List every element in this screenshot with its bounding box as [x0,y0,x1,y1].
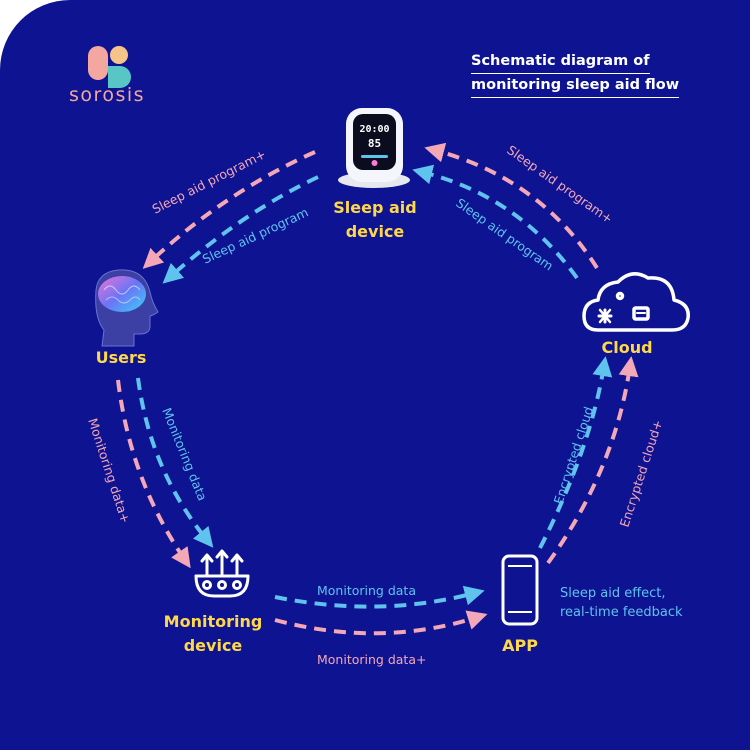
sleep-aid-device-line1: Sleep aid [333,198,417,217]
arrow-device-users [162,175,319,284]
label-users-monitor-plus: Monitoring data+ [85,416,133,525]
sorosis-logo-icon [88,46,131,88]
app-feedback-note: Sleep aid effect, real-time feedback [560,584,730,622]
sleep-aid-device-line2: device [345,222,405,241]
label-monitor-app: Monitoring data [317,583,416,598]
feedback-line1: Sleep aid effect, [560,586,666,601]
users-head-icon [95,269,159,347]
arrow-users-monitor [136,377,214,548]
arrow-device-users-plus [142,150,316,269]
node-monitoring-device: Monitoring device [148,610,278,658]
node-cloud: Cloud [601,338,653,357]
arrow-cloud-device [412,164,579,280]
device-screen-value: 85 [368,137,381,150]
label-device-users: Sleep aid program [200,204,311,266]
label-cloud-device-plus: Sleep aid program+ [504,142,615,226]
device-screen-time: 20:00 [359,124,389,135]
monitoring-device-line1: Monitoring [163,612,263,631]
label-users-monitor: Monitoring data [159,406,210,503]
node-app: APP [502,636,538,655]
diagram-title: Schematic diagram of monitoring sleep ai… [471,50,701,98]
arrow-monitor-app-plus [274,610,488,636]
sleep-aid-device-icon: 20:00 85 [338,108,410,188]
label-monitor-app-plus: Monitoring data+ [317,652,426,667]
arrow-app-cloud-plus [546,356,639,565]
arrow-app-cloud [538,356,613,549]
arrow-monitor-app [274,585,485,609]
node-sleep-aid-device: Sleep aid device [325,196,425,244]
arrow-users-monitor-plus [116,379,191,569]
title-line-1: Schematic diagram of [471,50,650,74]
monitoring-device-icon [194,549,250,598]
title-line-2: monitoring sleep aid flow [471,74,680,98]
label-device-users-plus: Sleep aid program+ [150,146,269,216]
arrow-cloud-device-plus [424,142,599,270]
monitoring-device-line2: device [183,636,243,655]
brand-name: sorosis [68,84,146,106]
app-phone-icon [501,554,539,626]
cloud-icon [582,272,690,332]
label-app-cloud-plus: Encrypted cloud+ [617,418,666,529]
feedback-line2: real-time feedback [560,605,683,620]
node-users: Users [95,348,147,367]
